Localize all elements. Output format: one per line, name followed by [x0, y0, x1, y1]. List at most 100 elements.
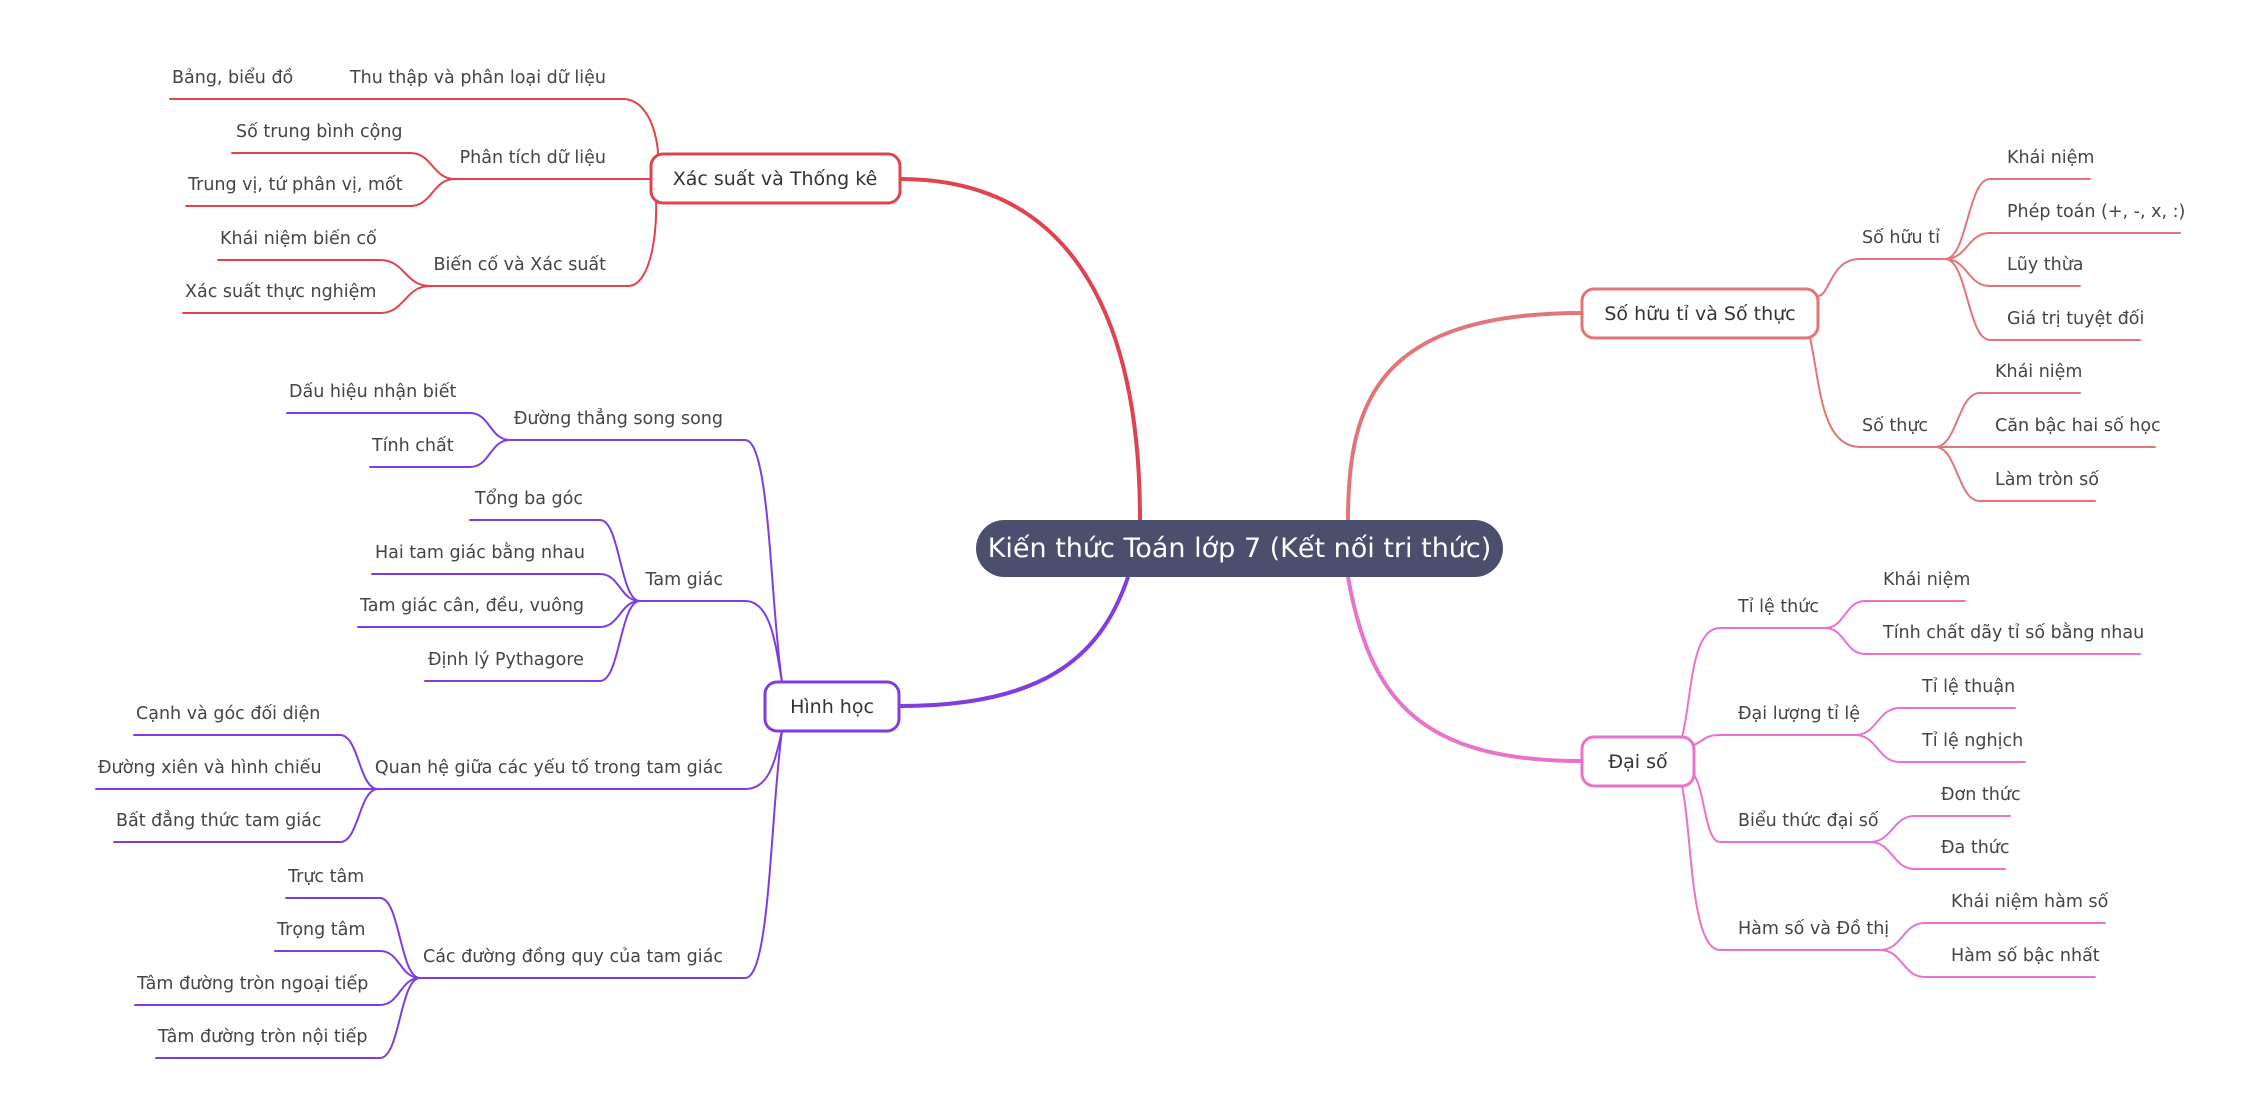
geo-item-oblique-label: Đường xiên và hình chiếu: [98, 757, 322, 778]
stats-topic-probability-label: Biến cố và Xác suất: [433, 254, 606, 275]
geo-item-centroid[interactable]: Trọng tâm: [276, 920, 365, 940]
geo-item-oblique[interactable]: Đường xiên và hình chiếu: [98, 757, 322, 778]
alg-item-direct[interactable]: Tỉ lệ thuận: [1921, 677, 2015, 697]
connector-alg-expressions: [1693, 774, 1871, 843]
stats-item-median[interactable]: Trung vị, tứ phân vị, mốt: [187, 174, 403, 195]
connector-root-geometry: [897, 575, 1130, 708]
alg-item-ratio-property-label: Tính chất dãy tỉ số bằng nhau: [1882, 622, 2144, 643]
alg-topic-proportion[interactable]: Tỉ lệ thức: [1737, 597, 1819, 617]
geo-topic-concurrent-label: Các đường đồng quy của tam giác: [423, 946, 723, 967]
num-item-absolute[interactable]: Giá trị tuyệt đối: [2007, 308, 2144, 329]
geo-item-incenter[interactable]: Tâm đường tròn nội tiếp: [157, 1026, 368, 1047]
connector-num-rational-concept: [1944, 178, 2091, 260]
stats-item-event-label: Khái niệm biến cố: [220, 228, 377, 249]
connector-root-statistics: [898, 177, 1142, 522]
alg-topic-quantities-label: Đại lượng tỉ lệ: [1738, 704, 1860, 724]
branch-numbers-label: Số hữu tỉ và Số thực: [1604, 303, 1795, 325]
num-item-sqrt[interactable]: Căn bậc hai số học: [1995, 415, 2161, 436]
geo-item-signs-label: Dấu hiệu nhận biết: [289, 381, 457, 402]
geo-item-angle-sum[interactable]: Tổng ba góc: [474, 488, 583, 509]
branch-statistics-label: Xác suất và Thống kê: [673, 168, 878, 190]
alg-item-monomial[interactable]: Đơn thức: [1941, 785, 2021, 805]
branch-geometry-box: [763, 680, 901, 733]
alg-item-direct-label: Tỉ lệ thuận: [1921, 677, 2015, 697]
alg-item-proportion-concept[interactable]: Khái niệm: [1883, 570, 1970, 590]
geo-item-pythagore[interactable]: Định lý Pythagore: [428, 650, 584, 670]
connector-lines: [95, 98, 2181, 1059]
connector-num-power: [1944, 258, 2081, 287]
stats-item-mean[interactable]: Số trung bình cộng: [236, 121, 403, 142]
geo-topic-parallel[interactable]: Đường thẳng song song: [514, 408, 723, 429]
stats-item-tables[interactable]: Bảng, biểu đồ: [172, 67, 293, 88]
connector-geo-incenter: [155, 977, 421, 1059]
geo-item-special[interactable]: Tam giác cân, đều, vuông: [359, 595, 584, 616]
connector-alg-monomial: [1869, 815, 2011, 843]
num-item-power[interactable]: Lũy thừa: [2007, 255, 2084, 275]
stats-item-experimental[interactable]: Xác suất thực nghiệm: [185, 281, 376, 302]
geo-item-orthocenter[interactable]: Trực tâm: [287, 867, 364, 887]
connector-stats-median: [185, 178, 456, 207]
geo-item-congruent[interactable]: Hai tam giác bằng nhau: [375, 542, 585, 563]
connector-root-numbers: [1346, 311, 1584, 522]
root-node-box: [976, 520, 1503, 577]
stats-topic-collect[interactable]: Thu thập và phân loại dữ liệu: [349, 68, 606, 88]
geo-item-signs[interactable]: Dấu hiệu nhận biết: [289, 381, 457, 402]
connector-geo-special: [357, 600, 641, 628]
stats-topic-collect-label: Thu thập và phân loại dữ liệu: [349, 68, 606, 88]
connector-geo-inequality: [113, 788, 379, 843]
stats-topic-analysis[interactable]: Phân tích dữ liệu: [460, 148, 606, 168]
branch-algebra[interactable]: Đại số: [1580, 735, 1696, 788]
connector-geo-circumcenter: [134, 977, 421, 1006]
connector-alg-linear: [1879, 949, 2096, 978]
geo-item-centroid-label: Trọng tâm: [276, 920, 365, 940]
stats-item-mean-label: Số trung bình cộng: [236, 121, 403, 142]
alg-topic-functions[interactable]: Hàm số và Đồ thị: [1738, 918, 1889, 939]
alg-item-polynomial[interactable]: Đa thức: [1941, 838, 2010, 858]
geo-item-side-angle[interactable]: Cạnh và góc đối diện: [136, 703, 320, 724]
connector-geo-centroid: [274, 950, 421, 979]
connector-alg-inverse: [1854, 734, 2026, 763]
branch-statistics[interactable]: Xác suất và Thống kê: [649, 152, 902, 205]
num-item-rational-concept[interactable]: Khái niệm: [2007, 148, 2094, 168]
root-node[interactable]: Kiến thức Toán lớp 7 (Kết nối tri thức): [976, 520, 1503, 577]
stats-item-event[interactable]: Khái niệm biến cố: [220, 228, 377, 249]
alg-item-linear[interactable]: Hàm số bậc nhất: [1951, 945, 2100, 966]
connector-num-absolute: [1944, 258, 2141, 341]
geo-topic-concurrent[interactable]: Các đường đồng quy của tam giác: [423, 946, 723, 967]
connector-alg-ratio-property: [1824, 627, 2141, 655]
alg-item-inverse-label: Tỉ lệ nghịch: [1921, 731, 2023, 751]
alg-topic-expressions-label: Biểu thức đại số: [1738, 810, 1879, 831]
geo-item-inequality[interactable]: Bất đẳng thức tam giác: [116, 810, 322, 831]
geo-item-incenter-label: Tâm đường tròn nội tiếp: [157, 1026, 368, 1047]
geo-topic-relations[interactable]: Quan hệ giữa các yếu tố trong tam giác: [375, 757, 723, 778]
num-item-operations[interactable]: Phép toán (+, -, x, :): [2007, 202, 2185, 222]
alg-topic-expressions[interactable]: Biểu thức đại số: [1738, 810, 1879, 831]
connector-geo-signs: [286, 412, 511, 441]
alg-item-function-concept[interactable]: Khái niệm hàm số: [1951, 891, 2109, 912]
geo-topic-parallel-label: Đường thẳng song song: [514, 408, 723, 429]
geo-item-properties-label: Tính chất: [371, 435, 454, 456]
stats-topic-probability[interactable]: Biến cố và Xác suất: [433, 254, 606, 275]
alg-topic-quantities[interactable]: Đại lượng tỉ lệ: [1738, 704, 1860, 724]
branch-numbers[interactable]: Số hữu tỉ và Số thực: [1580, 287, 1820, 340]
num-topic-rational-label: Số hữu tỉ: [1862, 227, 1940, 248]
branch-algebra-box: [1580, 735, 1696, 788]
connector-num-rational: [1817, 258, 1946, 297]
connector-geo-parallel: [509, 439, 783, 683]
geo-item-circumcenter[interactable]: Tâm đường tròn ngoại tiếp: [136, 973, 368, 994]
num-topic-real[interactable]: Số thực: [1862, 415, 1928, 436]
geo-topic-triangle-label: Tam giác: [645, 570, 723, 590]
num-item-rounding[interactable]: Làm tròn số: [1995, 469, 2099, 490]
geo-item-side-angle-label: Cạnh và góc đối diện: [136, 703, 320, 724]
alg-item-inverse[interactable]: Tỉ lệ nghịch: [1921, 731, 2023, 751]
branch-geometry[interactable]: Hình học: [763, 680, 901, 733]
geo-item-circumcenter-label: Tâm đường tròn ngoại tiếp: [136, 973, 368, 994]
geo-item-properties[interactable]: Tính chất: [371, 435, 454, 456]
num-topic-rational[interactable]: Số hữu tỉ: [1862, 227, 1940, 248]
connector-num-operations: [1944, 232, 2181, 260]
num-item-real-concept[interactable]: Khái niệm: [1995, 362, 2082, 382]
geo-topic-triangle[interactable]: Tam giác: [645, 570, 723, 590]
alg-item-function-concept-label: Khái niệm hàm số: [1951, 891, 2109, 912]
alg-item-ratio-property[interactable]: Tính chất dãy tỉ số bằng nhau: [1882, 622, 2144, 643]
connector-geo-relations: [377, 730, 783, 790]
